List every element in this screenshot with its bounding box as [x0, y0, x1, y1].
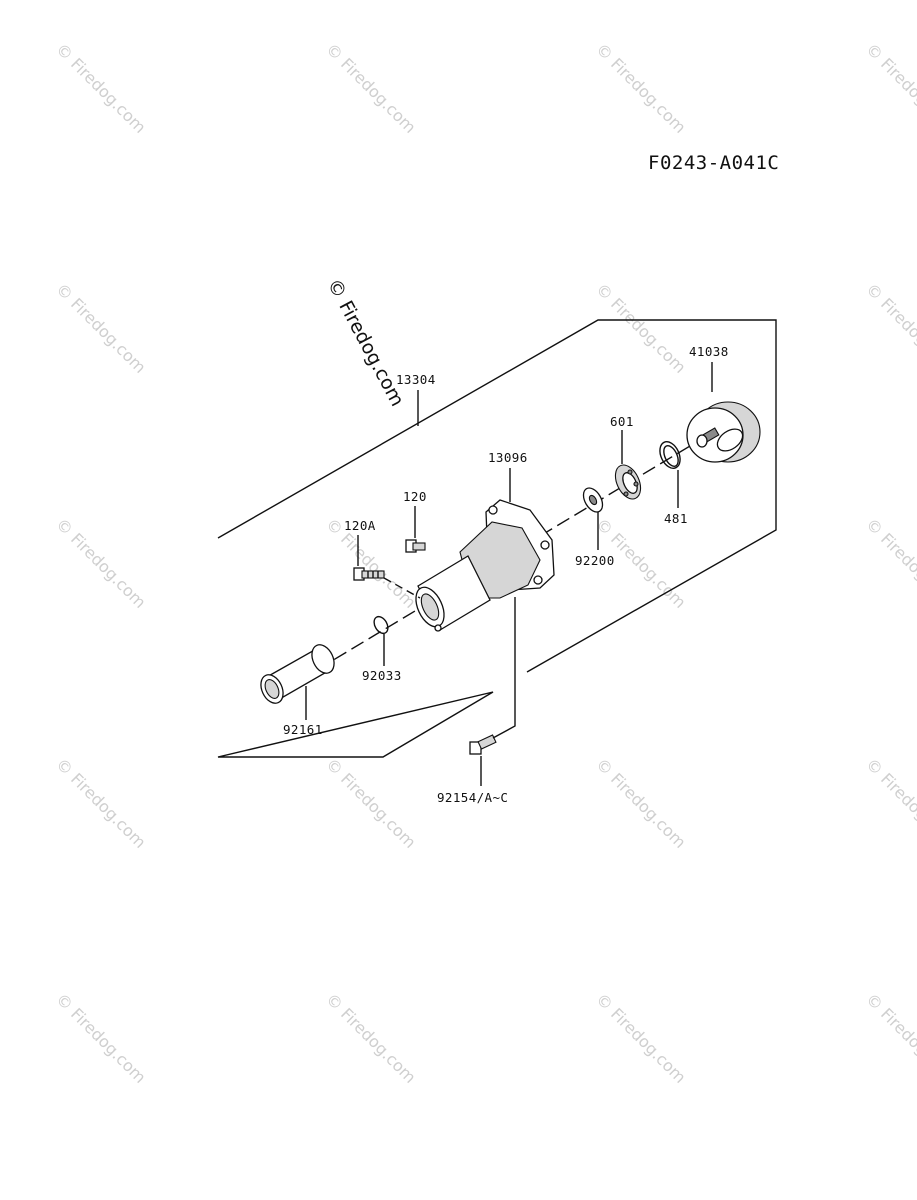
watermark: © Firedog.com	[592, 279, 690, 377]
label-120: 120	[403, 489, 427, 504]
watermark: © Firedog.com	[862, 39, 917, 137]
assembly-outline	[217, 319, 777, 758]
label-41038: 41038	[689, 344, 729, 359]
watermark: © Firedog.com	[322, 989, 420, 1087]
watermark: © Firedog.com	[862, 279, 917, 377]
label-13096: 13096	[488, 450, 528, 465]
label-92200: 92200	[575, 553, 615, 568]
watermark: © Firedog.com	[592, 754, 690, 852]
clutch-drum-41038	[686, 401, 761, 463]
label-120A: 120A	[344, 518, 376, 533]
leader-92154-path	[492, 597, 516, 739]
leader-120A-path	[383, 577, 421, 599]
label-92154: 92154/A~C	[437, 790, 508, 805]
watermark: © Firedog.com	[862, 989, 917, 1087]
tube-92161	[260, 644, 335, 704]
housing-13096	[415, 499, 555, 632]
bolt-120A	[353, 567, 385, 581]
watermark: © Firedog.com	[52, 989, 150, 1087]
label-13304: 13304	[396, 372, 436, 387]
snap-ring-481	[659, 441, 681, 469]
watermark: © Firedog.com	[52, 514, 150, 612]
label-92033: 92033	[362, 668, 402, 683]
watermark-overlay: © Firedog.com	[323, 275, 409, 410]
bolt-92154	[469, 734, 497, 755]
washer-92200	[582, 487, 604, 513]
watermark: © Firedog.com	[862, 514, 917, 612]
watermark: © Firedog.com	[322, 39, 420, 137]
watermark: © Firedog.com	[52, 39, 150, 137]
bearing-601	[614, 464, 642, 500]
bolt-120	[405, 539, 426, 553]
label-92161: 92161	[283, 722, 323, 737]
watermark: © Firedog.com	[52, 754, 150, 852]
ring-92033	[373, 615, 389, 635]
diagram-id: F0243-A041C	[648, 152, 780, 174]
label-481: 481	[664, 511, 688, 526]
watermark: © Firedog.com	[862, 754, 917, 852]
watermark: © Firedog.com	[322, 754, 420, 852]
label-601: 601	[610, 414, 634, 429]
watermark: © Firedog.com	[592, 989, 690, 1087]
watermark: © Firedog.com	[592, 39, 690, 137]
watermark: © Firedog.com	[52, 279, 150, 377]
